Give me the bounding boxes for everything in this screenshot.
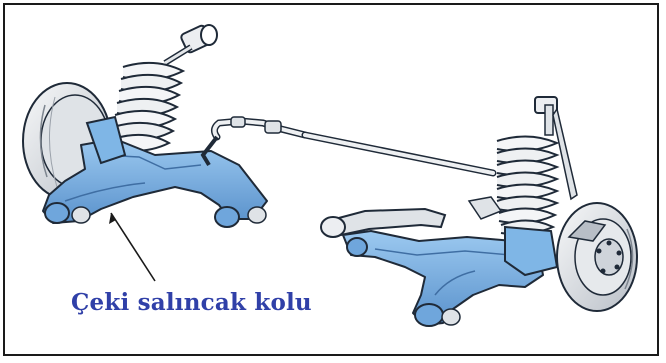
caption-leader xyxy=(109,213,155,281)
caption-label: Çeki salıncak kolu xyxy=(71,289,312,316)
right-upper-link xyxy=(321,197,501,237)
right-brake-disc xyxy=(557,203,637,311)
stabilizer-bar xyxy=(203,117,493,173)
diagram-frame: Çeki salıncak kolu xyxy=(3,3,659,356)
right-coil-spring xyxy=(497,136,557,234)
right-lower-control-arm xyxy=(343,227,557,326)
left-top-mount xyxy=(165,24,217,63)
left-wheel-assembly xyxy=(23,24,267,227)
right-wheel-assembly xyxy=(321,97,637,326)
left-coil-spring xyxy=(113,63,183,151)
